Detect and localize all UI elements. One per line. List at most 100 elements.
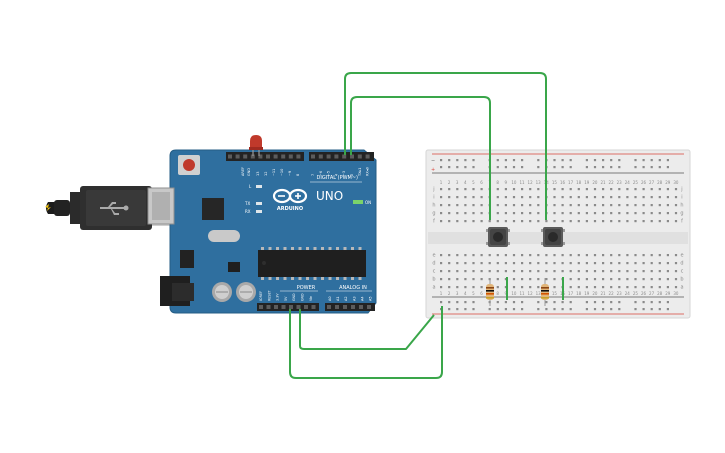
svg-text:24: 24 (625, 180, 631, 185)
wire-pin2-to-button1 (350, 96, 491, 220)
svg-text:5: 5 (472, 291, 475, 296)
svg-text:5: 5 (472, 180, 475, 185)
svg-text:22: 22 (609, 291, 615, 296)
digital-pin-label: ~5 (327, 171, 331, 176)
digital-pin-label: TX▸1 (358, 167, 362, 177)
analog-pin-label: A1 (336, 296, 340, 301)
analog-pin-label: A5 (369, 296, 373, 301)
row-letter: e (432, 253, 435, 259)
analog-pin-label: A4 (360, 296, 364, 301)
digital-pin-label: ~3 (342, 171, 346, 176)
wires (289, 72, 564, 379)
power-pin-label: 3.3V (276, 293, 280, 301)
digital-pin-label: 8 (296, 174, 300, 176)
model-text: UNO (316, 189, 343, 203)
svg-text:23: 23 (617, 291, 623, 296)
analog-pin-label: A2 (344, 296, 348, 301)
row-letter: f (433, 219, 435, 225)
tx-label: TX (244, 201, 250, 206)
aref-label: AREF (241, 167, 245, 176)
row-letter: e (680, 253, 683, 259)
row-letter: a (432, 285, 435, 291)
svg-text:9: 9 (505, 180, 508, 185)
svg-text:2: 2 (448, 291, 451, 296)
rx-label: RX (245, 209, 251, 214)
digital-pin-label: RX◂0 (366, 167, 370, 176)
svg-text:10: 10 (511, 291, 517, 296)
digital-pin-label: 4 (334, 173, 338, 176)
svg-text:19: 19 (584, 180, 590, 185)
digital-pin-label: 7 (311, 174, 315, 176)
row-letter: h (432, 203, 435, 209)
digital-pin-label: 12 (264, 172, 268, 176)
on-label: ON (365, 200, 371, 205)
reset-button[interactable] (178, 155, 200, 175)
rail-plus-label: + (431, 167, 435, 173)
digital-label: DIGITAL (PWM~) (317, 175, 359, 181)
svg-text:20: 20 (592, 180, 598, 185)
svg-text:13: 13 (536, 180, 542, 185)
analog-label: ANALOG IN (339, 285, 367, 291)
svg-text:29: 29 (665, 291, 671, 296)
digital-pin-label: ~10 (280, 169, 284, 176)
svg-text:1: 1 (440, 291, 443, 296)
row-letter: j (432, 187, 434, 193)
svg-text:24: 24 (625, 291, 631, 296)
svg-text:27: 27 (649, 180, 655, 185)
resistor (486, 278, 494, 306)
pushbutton[interactable] (486, 227, 510, 247)
svg-text:26: 26 (641, 180, 647, 185)
pushbutton[interactable] (541, 227, 565, 247)
analog-pin-label: A3 (352, 296, 356, 301)
power-jack (160, 276, 194, 306)
svg-text:13: 13 (536, 291, 542, 296)
svg-text:18: 18 (576, 180, 582, 185)
power-header (257, 303, 375, 311)
row-letter: j (680, 187, 682, 193)
regulator (180, 250, 194, 268)
row-letter: g (432, 211, 435, 217)
svg-text:30: 30 (673, 291, 679, 296)
svg-text:19: 19 (584, 291, 590, 296)
rx-led (256, 210, 262, 213)
svg-text:30: 30 (673, 180, 679, 185)
svg-text:3: 3 (456, 291, 459, 296)
row-letter: d (680, 261, 683, 267)
row-letter: i (433, 195, 434, 201)
capacitor (212, 282, 232, 302)
svg-text:25: 25 (633, 291, 639, 296)
power-pin-label: IOREF (259, 291, 263, 301)
svg-text:15: 15 (552, 180, 558, 185)
row-letter: c (433, 269, 436, 275)
svg-text:20: 20 (592, 291, 598, 296)
analog-pin-labels: A0 A1 A2 A3 A4 A5 (328, 296, 373, 301)
svg-text:17: 17 (568, 180, 574, 185)
svg-text:6: 6 (480, 291, 483, 296)
gnd-label: GND (247, 168, 251, 176)
row-letter: a (680, 285, 683, 291)
svg-text:26: 26 (641, 291, 647, 296)
arduino-logo (272, 188, 308, 204)
svg-text:28: 28 (657, 291, 663, 296)
svg-text:23: 23 (617, 180, 623, 185)
svg-text:11: 11 (519, 291, 525, 296)
svg-text:10: 10 (511, 180, 517, 185)
digital-pin-label: ~6 (319, 171, 323, 176)
svg-text:21: 21 (600, 180, 606, 185)
l-led (256, 185, 262, 188)
tx-led (256, 202, 262, 205)
digital-pin-label: 2 (350, 174, 354, 176)
power-pin-label: RESET (267, 289, 271, 301)
svg-text:15: 15 (552, 291, 558, 296)
wire-gnd-to-rail (289, 306, 443, 379)
digital-header (226, 152, 374, 161)
rail-minus-label: − (431, 158, 435, 164)
svg-text:1: 1 (440, 180, 443, 185)
svg-text:4: 4 (464, 180, 467, 185)
analog-pin-label: A0 (328, 296, 332, 301)
power-pin-label: GND (301, 293, 305, 301)
row-letter: b (432, 277, 435, 283)
capacitor (236, 282, 256, 302)
arduino-logo-text: ARDUINO (277, 206, 303, 212)
svg-text:12: 12 (528, 291, 534, 296)
